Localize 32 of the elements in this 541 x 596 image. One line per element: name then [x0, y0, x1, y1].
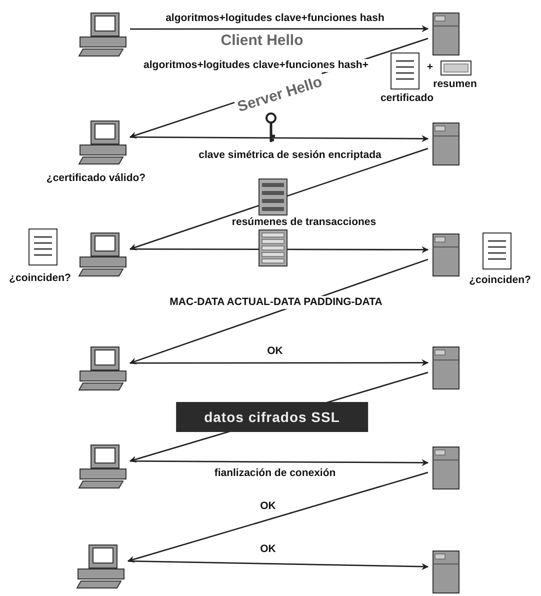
label-text: resumen [433, 78, 477, 91]
label-text: algoritmos+logitudes clave+funciones hash+ [142, 59, 370, 72]
arrow [130, 25, 429, 32]
edge-label: MAC-DATA ACTUAL-DATA PADDING-DATA [168, 296, 384, 309]
arrow [129, 148, 428, 250]
arrow [130, 459, 429, 466]
question-text: ¿coinciden? [469, 274, 531, 287]
server-icon [432, 446, 460, 490]
arrow [130, 135, 429, 142]
label-text: + [426, 61, 434, 74]
server-icon [432, 233, 460, 277]
computer-icon [76, 544, 126, 589]
server-icon [432, 346, 460, 390]
computer-icon [78, 346, 128, 391]
server-icon [432, 122, 460, 166]
arrow [129, 258, 428, 364]
question-text: ¿coinciden? [9, 272, 71, 285]
arrow [127, 472, 428, 563]
edge-label: datos cifrados SSL [176, 402, 368, 432]
arrow [128, 560, 429, 570]
computer-icon [78, 12, 128, 57]
edge-label: clave simétrica de sesión encriptada [196, 149, 384, 162]
arrow [130, 359, 429, 366]
server-icon [432, 12, 460, 56]
question-text: ¿certificado válido? [46, 172, 146, 185]
server-icon [432, 550, 460, 594]
computer-icon [78, 444, 128, 489]
computer-icon [78, 232, 128, 277]
edge-label: algoritmos+logitudes clave+funciones hash [166, 12, 384, 25]
computer-icon [78, 120, 128, 165]
arrow [130, 246, 429, 254]
label-text: certificado [380, 92, 434, 105]
